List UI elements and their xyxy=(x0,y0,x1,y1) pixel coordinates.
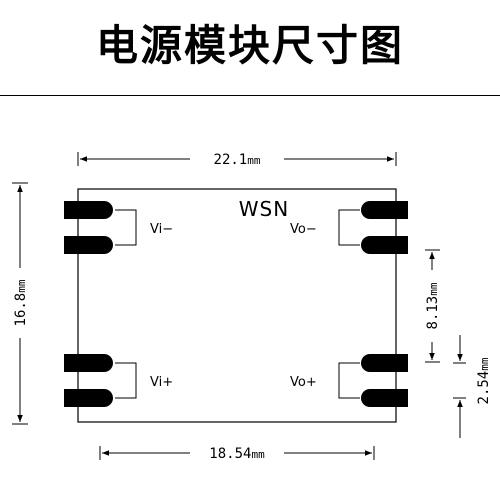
dim-pin-pitch-value: 2.54 xyxy=(476,371,492,405)
pin-vo-plus xyxy=(361,389,408,407)
pin-vi-plus xyxy=(64,389,113,407)
pin-vi-minus xyxy=(64,201,113,219)
page-title: 电源模块尺寸图 xyxy=(95,21,404,70)
dim-pin-span-value: 8.13 xyxy=(425,296,441,330)
dim-width-top-value: 22.1 xyxy=(214,152,248,168)
svg-text:16.8mm: 16.8mm xyxy=(13,279,29,326)
label-vi-plus: Vi+ xyxy=(150,375,173,390)
dim-width-top-unit: mm xyxy=(247,154,261,167)
dimension-width-bottom: 18.54mm xyxy=(99,446,375,462)
dim-width-bottom-unit: mm xyxy=(251,448,265,461)
brand-label: WSN xyxy=(239,197,289,221)
pin-vi-minus-lower xyxy=(64,236,113,254)
dim-height-left-value: 16.8 xyxy=(13,293,29,327)
dim-pin-span-unit: mm xyxy=(427,282,440,296)
dimension-pin-span-right: 8.13mm xyxy=(425,249,441,363)
pin-vo-minus-lower xyxy=(361,236,408,254)
dimension-width-top: 22.1mm xyxy=(77,152,397,168)
pin-group-right xyxy=(361,201,408,407)
pin-brackets xyxy=(115,209,360,399)
label-vi-minus: Vi− xyxy=(150,222,173,237)
svg-text:18.54mm: 18.54mm xyxy=(209,446,265,462)
dim-width-bottom-value: 18.54 xyxy=(209,446,251,462)
svg-text:8.13mm: 8.13mm xyxy=(425,282,441,329)
label-vo-minus: Vo− xyxy=(290,222,317,237)
pin-group-left xyxy=(64,201,113,407)
pin-vo-minus xyxy=(361,201,408,219)
title-divider xyxy=(0,95,500,96)
dimension-pin-pitch-right: 2.54mm xyxy=(453,335,492,438)
dim-pin-pitch-unit: mm xyxy=(478,357,491,371)
dim-height-left-unit: mm xyxy=(15,279,28,293)
label-vo-plus: Vo+ xyxy=(290,375,317,390)
module-body xyxy=(77,188,397,423)
pin-vi-plus-upper xyxy=(64,354,113,372)
dimension-height-left: 16.8mm xyxy=(12,182,29,425)
svg-text:22.1mm: 22.1mm xyxy=(214,152,261,168)
svg-text:2.54mm: 2.54mm xyxy=(476,357,492,404)
pin-vo-plus-upper xyxy=(361,354,408,372)
